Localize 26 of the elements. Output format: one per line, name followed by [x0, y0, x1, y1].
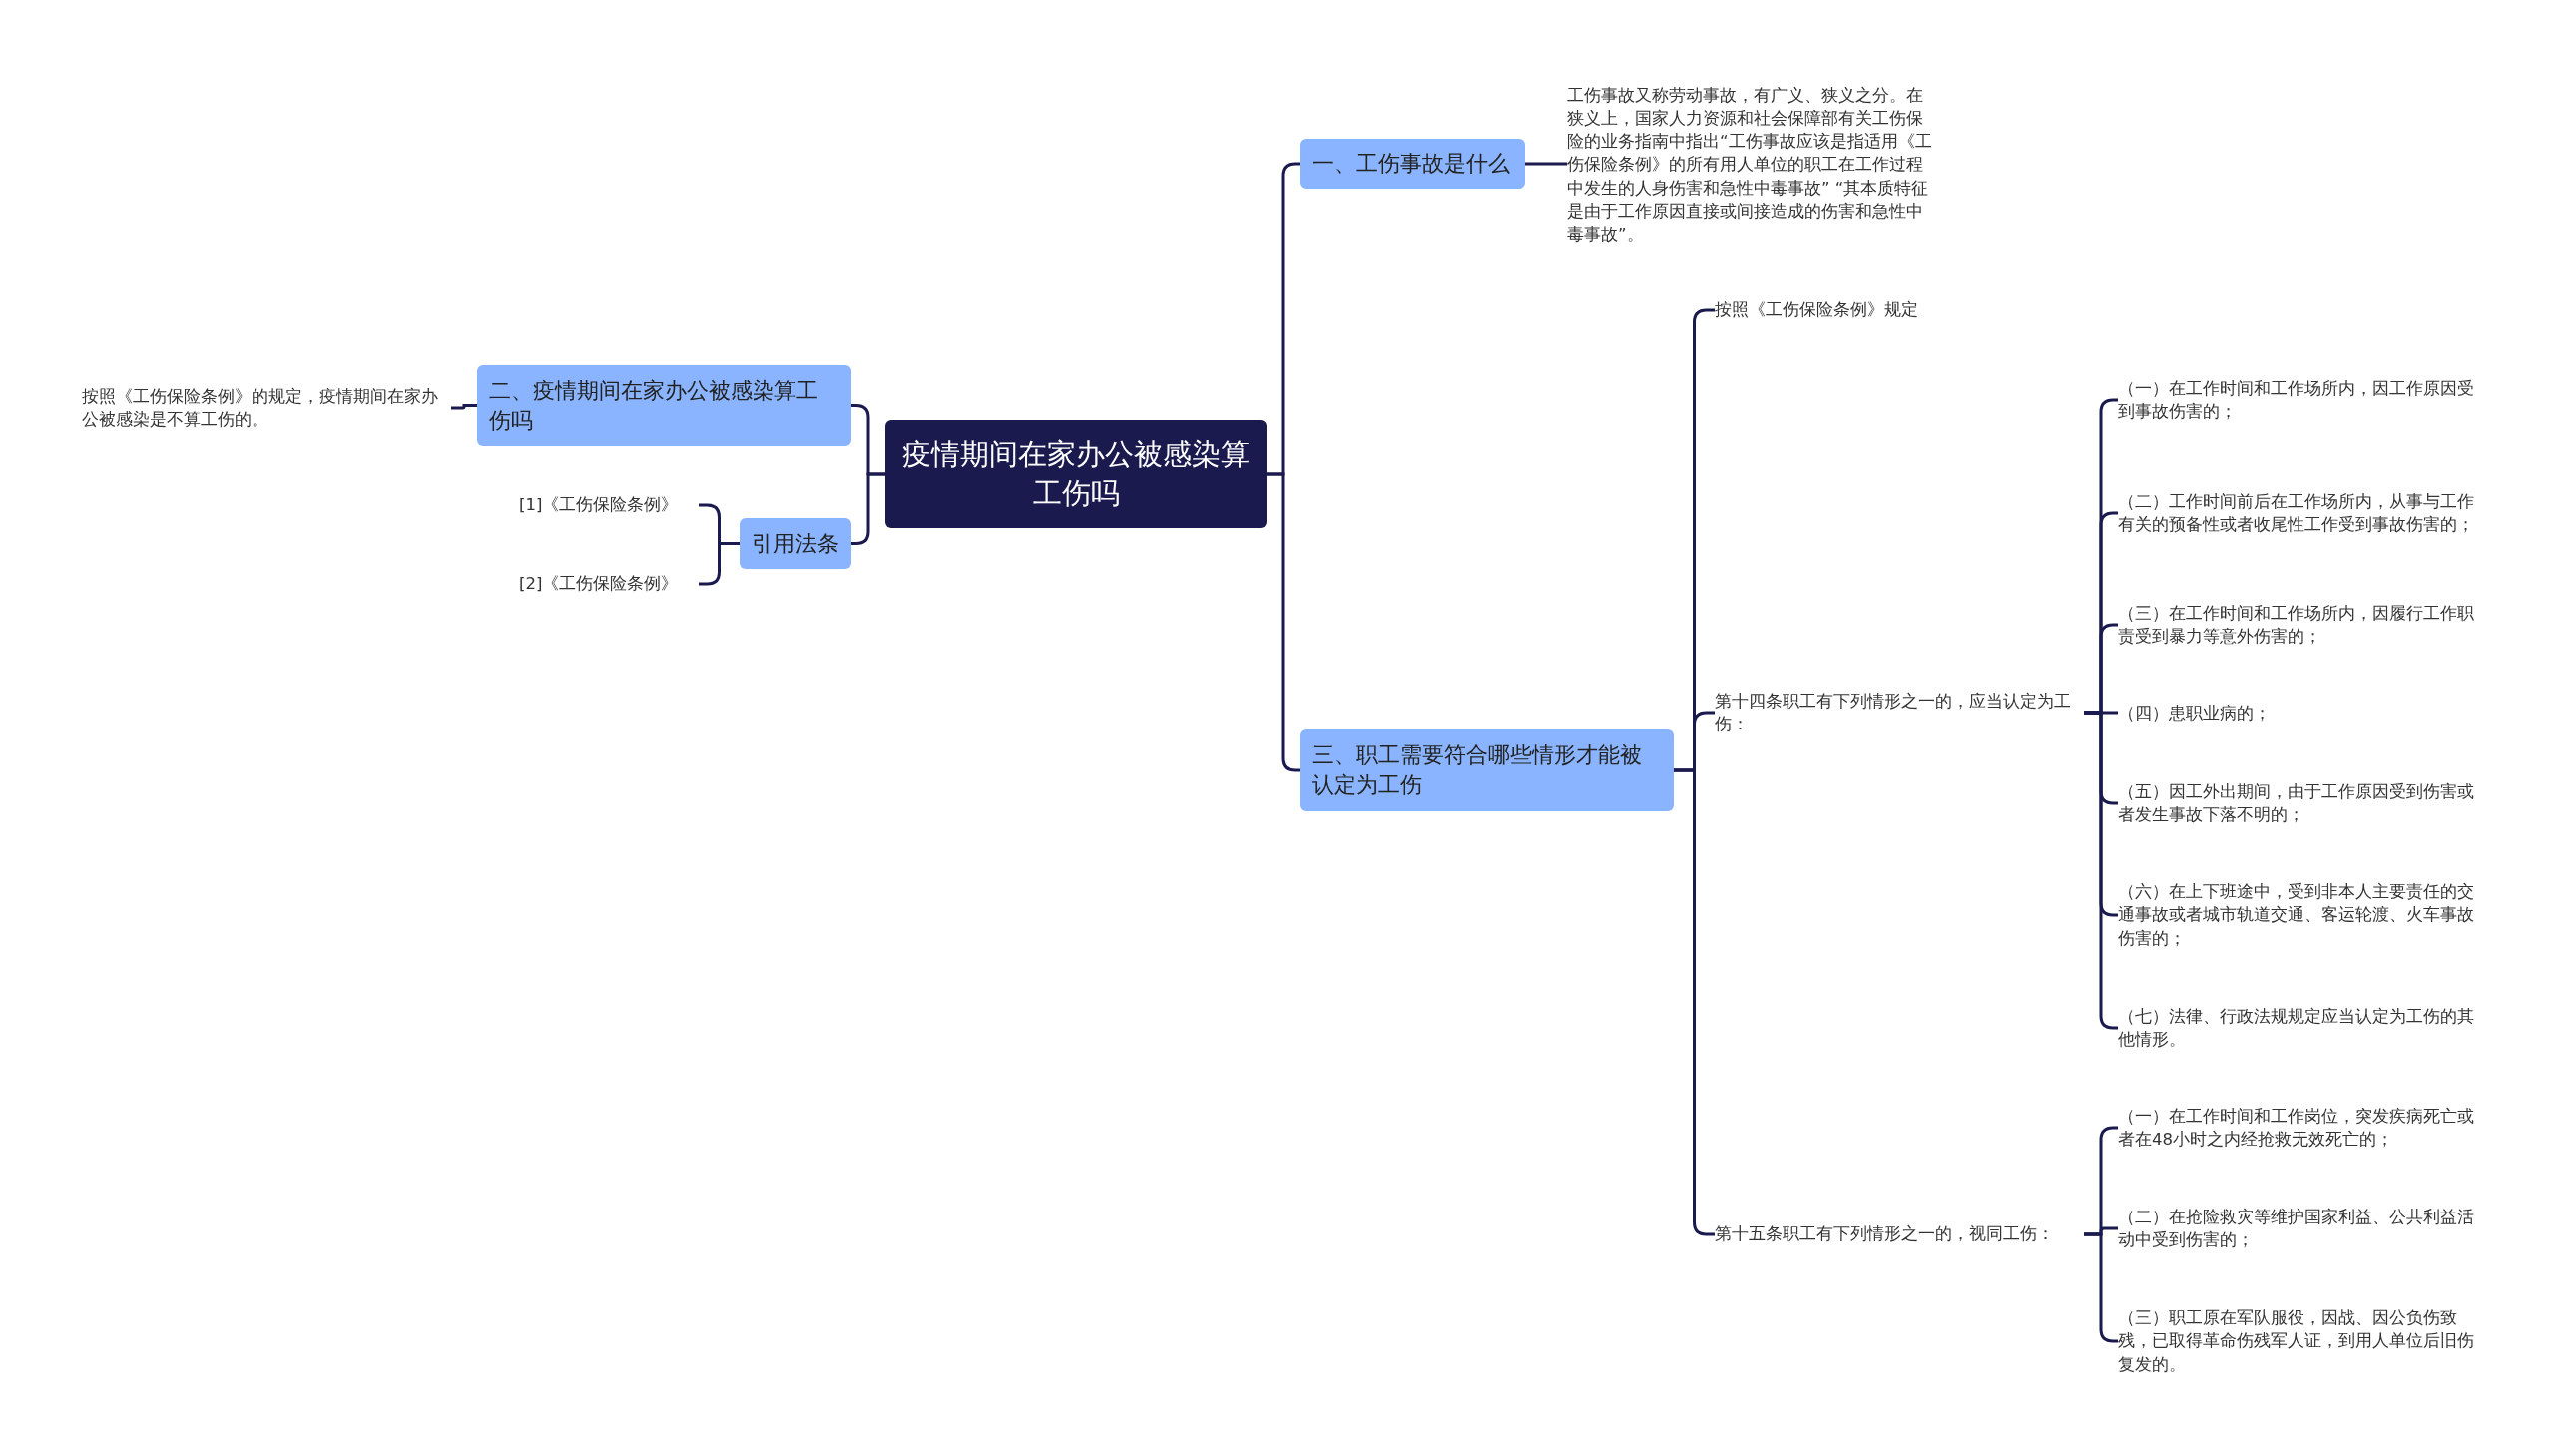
- note-text: [2]《工伤保险条例》: [519, 573, 679, 596]
- note-text: （三）职工原在军队服役，因战、因公负伤致残，已取得革命伤残军人证，到用人单位后旧伤复发的。: [2118, 1307, 2475, 1376]
- note-text: （四）患职业病的；: [2118, 703, 2271, 726]
- note-text: 第十四条职工有下列情形之一的，应当认定为工伤：: [1715, 690, 2072, 735]
- note-text: 第十五条职工有下列情形之一的，视同工伤：: [1715, 1223, 2054, 1246]
- note-text: （二）在抢险救灾等维护国家利益、公共利益活动中受到伤害的；: [2118, 1206, 2475, 1251]
- central-topic: 疫情期间在家办公被感染算工伤吗: [885, 420, 1267, 528]
- topic-box: 二、疫情期间在家办公被感染算工伤吗: [477, 365, 851, 446]
- topic-box: 引用法条: [740, 518, 851, 569]
- note-text: 工伤事故又称劳动事故，有广义、狭义之分。在狭义上，国家人力资源和社会保障部有关工伤保险的业务指南中指出“工伤事故应该是指适用《工伤保险条例》的所有用人单位的职工在工作过程中发生的人身伤害和急性中毒事故” “其本质特征是由于工作原因直接或间接造成的伤害和急性中毒事故”。: [1567, 85, 1933, 245]
- connector-line: [1525, 162, 1567, 166]
- note-text: （二）工作时间前后在工作场所内，从事与工作有关的预备性或者收尾性工作受到事故伤害的；: [2118, 490, 2475, 536]
- note-text: [1]《工伤保险条例》: [519, 494, 679, 517]
- note-text: （五）因工外出期间，由于工作原因受到伤害或者发生事故下落不明的；: [2118, 780, 2475, 826]
- connector-line: [451, 404, 477, 410]
- connector-line: [699, 542, 740, 586]
- note-text: （一）在工作时间和工作场所内，因工作原因受到事故伤害的；: [2118, 377, 2475, 423]
- note-text: 按照《工伤保险条例》的规定，疫情期间在家办公被感染是不算工伤的。: [82, 385, 439, 431]
- note-text: （一）在工作时间和工作岗位，突发疾病死亡或者在48小时之内经抢救无效死亡的；: [2118, 1105, 2475, 1151]
- note-text: 按照《工伤保险条例》规定: [1715, 299, 1918, 322]
- topic-box: 三、职工需要符合哪些情形才能被认定为工伤: [1300, 729, 1674, 811]
- note-text: （六）在上下班途中，受到非本人主要责任的交通事故或者城市轨道交通、客运轮渡、火车事故伤害的；: [2118, 881, 2475, 950]
- note-text: （三）在工作时间和工作场所内，因履行工作职责受到暴力等意外伤害的；: [2118, 602, 2475, 648]
- topic-box: 一、工伤事故是什么: [1300, 139, 1525, 189]
- connector-line: [1267, 472, 1300, 772]
- note-text: （七）法律、行政法规规定应当认定为工伤的其他情形。: [2118, 1005, 2475, 1051]
